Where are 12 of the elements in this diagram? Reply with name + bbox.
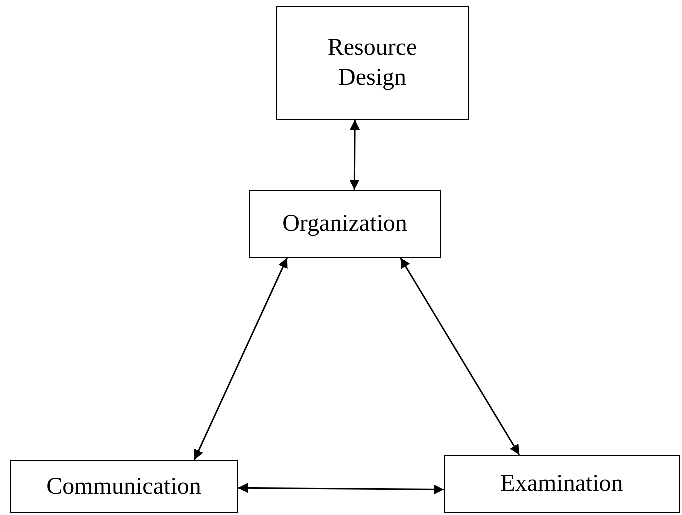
process-box bbox=[10, 460, 238, 513]
double-arrow bbox=[350, 120, 360, 190]
double-arrow bbox=[400, 258, 520, 456]
double-arrow bbox=[238, 483, 444, 495]
process-box bbox=[276, 6, 469, 120]
process-box bbox=[249, 190, 441, 258]
process-box bbox=[444, 455, 680, 513]
box-label: Organization bbox=[282, 210, 408, 239]
box-label: Communication bbox=[46, 472, 202, 502]
box-label: Resource Design bbox=[326, 34, 418, 93]
box-label: Examination bbox=[500, 470, 624, 499]
double-arrow bbox=[194, 258, 288, 460]
